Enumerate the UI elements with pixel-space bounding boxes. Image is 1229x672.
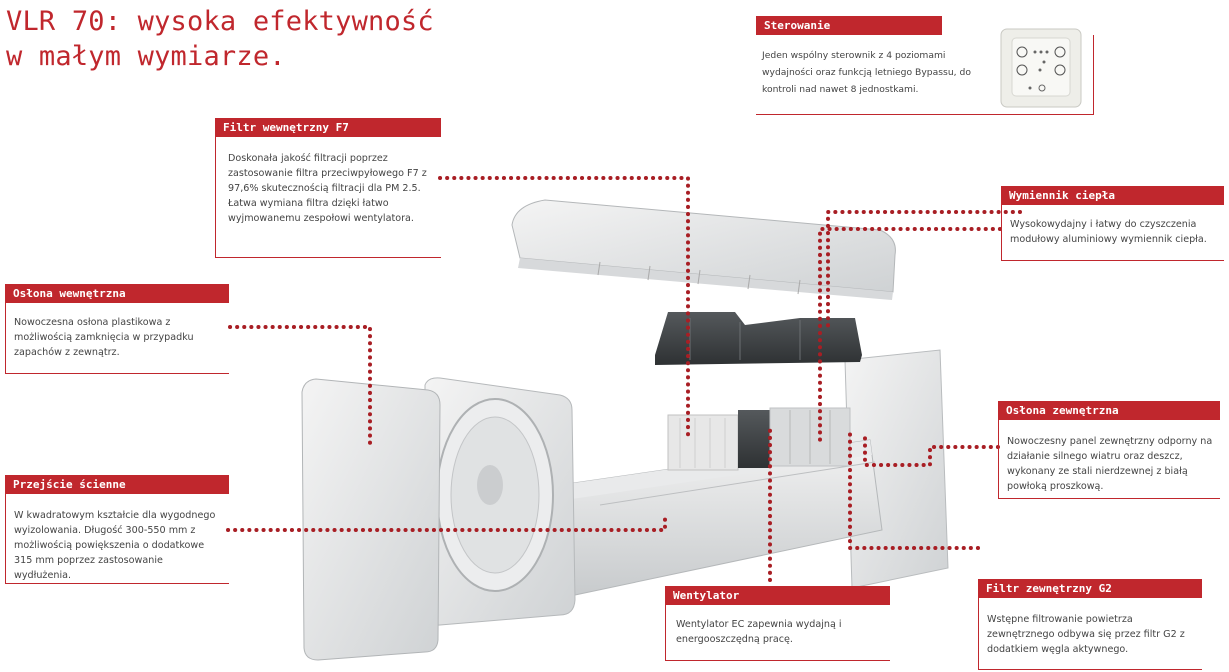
section-text: Nowoczesna osłona plastikowa z możliwośc… <box>5 303 229 374</box>
page-title: VLR 70: wysoka efektywność w małym wymia… <box>6 4 434 74</box>
section-heading: Osłona zewnętrzna <box>998 401 1220 420</box>
section-text: W kwadratowym kształcie dla wygodnego wy… <box>5 494 229 584</box>
section-text: Wstępne filtrowanie powietrza zewnętrzne… <box>978 598 1202 670</box>
section-text: Nowoczesny panel zewnętrzny odporny na d… <box>998 420 1220 499</box>
section-filtr-f7: Filtr wewnętrzny F7 Doskonała jakość fil… <box>215 118 441 258</box>
section-wentylator: Wentylator Wentylator EC zapewnia wydajn… <box>665 586 890 661</box>
section-text: Wysokowydajny i łatwy do czyszczenia mod… <box>1001 205 1224 261</box>
fan-housing-shape <box>655 312 862 365</box>
section-sterowanie: Sterowanie Jeden wspólny sterownik z 4 p… <box>756 16 1094 115</box>
section-heading: Filtr wewnętrzny F7 <box>215 118 441 137</box>
section-text: Doskonała jakość filtracji poprzez zasto… <box>215 137 441 258</box>
section-text: Wentylator EC zapewnia wydajną i energoo… <box>665 605 890 661</box>
title-line-2: w małym wymiarze. <box>6 41 286 72</box>
section-heading: Sterowanie <box>756 16 942 35</box>
section-heading: Filtr zewnętrzny G2 <box>978 579 1202 598</box>
section-filtr-g2: Filtr zewnętrzny G2 Wstępne filtrowanie … <box>978 579 1202 670</box>
section-heading: Osłona wewnętrzna <box>5 284 229 303</box>
inner-frame-shape <box>424 377 576 626</box>
section-oslona-zew: Osłona zewnętrzna Nowoczesny panel zewnę… <box>998 401 1220 499</box>
section-heading: Wymiennik ciepła <box>1001 186 1224 205</box>
controller-image <box>1000 28 1082 108</box>
section-text: Jeden wspólny sterownik z 4 poziomami wy… <box>756 35 1094 115</box>
section-oslona-wew: Osłona wewnętrzna Nowoczesna osłona plas… <box>5 284 229 374</box>
section-heading: Wentylator <box>665 586 890 605</box>
top-cover-shape <box>511 199 896 300</box>
leader-lines <box>226 176 1022 582</box>
section-wymiennik: Wymiennik ciepła Wysokowydajny i łatwy d… <box>1001 186 1224 261</box>
section-przejscie: Przejście ścienne W kwadratowym kształci… <box>5 475 229 584</box>
heat-exchanger-shape <box>667 407 851 471</box>
inner-cover-shape <box>301 378 441 661</box>
title-line-1: VLR 70: wysoka efektywność <box>6 6 434 37</box>
section-heading: Przejście ścienne <box>5 475 229 494</box>
